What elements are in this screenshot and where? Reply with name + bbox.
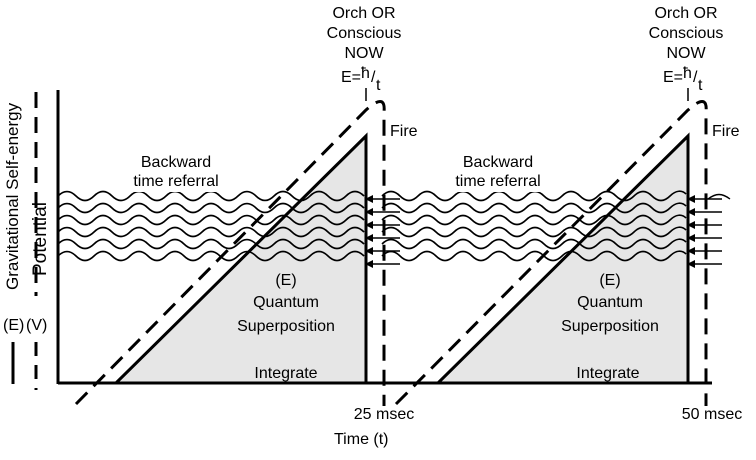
superposition-label-line1: (E)	[275, 272, 296, 289]
legend-v-label: (V)	[26, 317, 47, 334]
fire-label: Fire	[712, 123, 740, 140]
wave-line	[381, 202, 687, 214]
fire-label: Fire	[390, 123, 418, 140]
y-axis-potential-label: Potential	[30, 202, 51, 276]
wave-line	[381, 238, 687, 250]
superposition-label-line3: Superposition	[237, 318, 335, 335]
wave-line	[57, 214, 365, 226]
legend-e-label: (E)	[3, 317, 24, 334]
potential-dashed-line	[394, 100, 708, 406]
backward-label-bg	[434, 150, 562, 192]
header-line3: NOW	[344, 45, 384, 62]
header-line2: Conscious	[327, 25, 402, 42]
superposition-label-line2: Quantum	[253, 294, 319, 311]
wave-tail	[707, 193, 731, 200]
cycle-1: Backward time referral (E) Quantum Super…	[57, 5, 418, 423]
superposition-triangle	[112, 132, 368, 385]
integrate-label: Integrate	[254, 365, 317, 382]
x-axis-label: Time (t)	[334, 431, 389, 448]
backward-arrows	[365, 195, 400, 268]
integrate-label: Integrate	[576, 365, 639, 382]
wave-line	[57, 202, 365, 214]
wave-line	[381, 226, 687, 238]
formula-hbar: ħ	[361, 65, 370, 82]
superposition-label-line3: Superposition	[561, 318, 659, 335]
formula-hbar: ħ	[683, 65, 692, 82]
header-line3: NOW	[666, 45, 706, 62]
backward-label-line2: time referral	[455, 173, 540, 190]
wave-line	[57, 250, 365, 262]
backward-label-line1: Backward	[141, 154, 211, 171]
backward-arrows	[687, 193, 731, 268]
superposition-label-line1: (E)	[599, 272, 620, 289]
formula-slash: /	[693, 69, 698, 86]
formula-lhs: E=	[663, 69, 683, 86]
wave-line	[57, 226, 365, 238]
formula-t: t	[698, 77, 703, 94]
time-label: 50 msec	[682, 406, 742, 423]
formula-t: t	[376, 77, 381, 94]
formula-lhs: E=	[341, 69, 361, 86]
formula-slash: /	[371, 69, 376, 86]
superposition-label-line2: Quantum	[577, 294, 643, 311]
superposition-triangle	[434, 132, 690, 385]
backward-label-line1: Backward	[463, 154, 533, 171]
time-label: 25 msec	[354, 406, 414, 423]
wave-line	[381, 214, 687, 226]
y-axis-gravitational-label: Gravitational Self-energy	[3, 102, 22, 290]
backward-referral-waves	[57, 190, 365, 262]
wave-line	[381, 250, 687, 262]
potential-dashed-line	[74, 100, 386, 406]
header-line1: Orch OR	[654, 5, 717, 22]
header-line2: Conscious	[649, 25, 724, 42]
wave-line	[57, 238, 365, 250]
header-line1: Orch OR	[332, 5, 395, 22]
cycle-2: Backward time referral (E) Quantum Super…	[381, 5, 742, 423]
backward-label-bg	[112, 150, 240, 192]
backward-label-line2: time referral	[133, 173, 218, 190]
